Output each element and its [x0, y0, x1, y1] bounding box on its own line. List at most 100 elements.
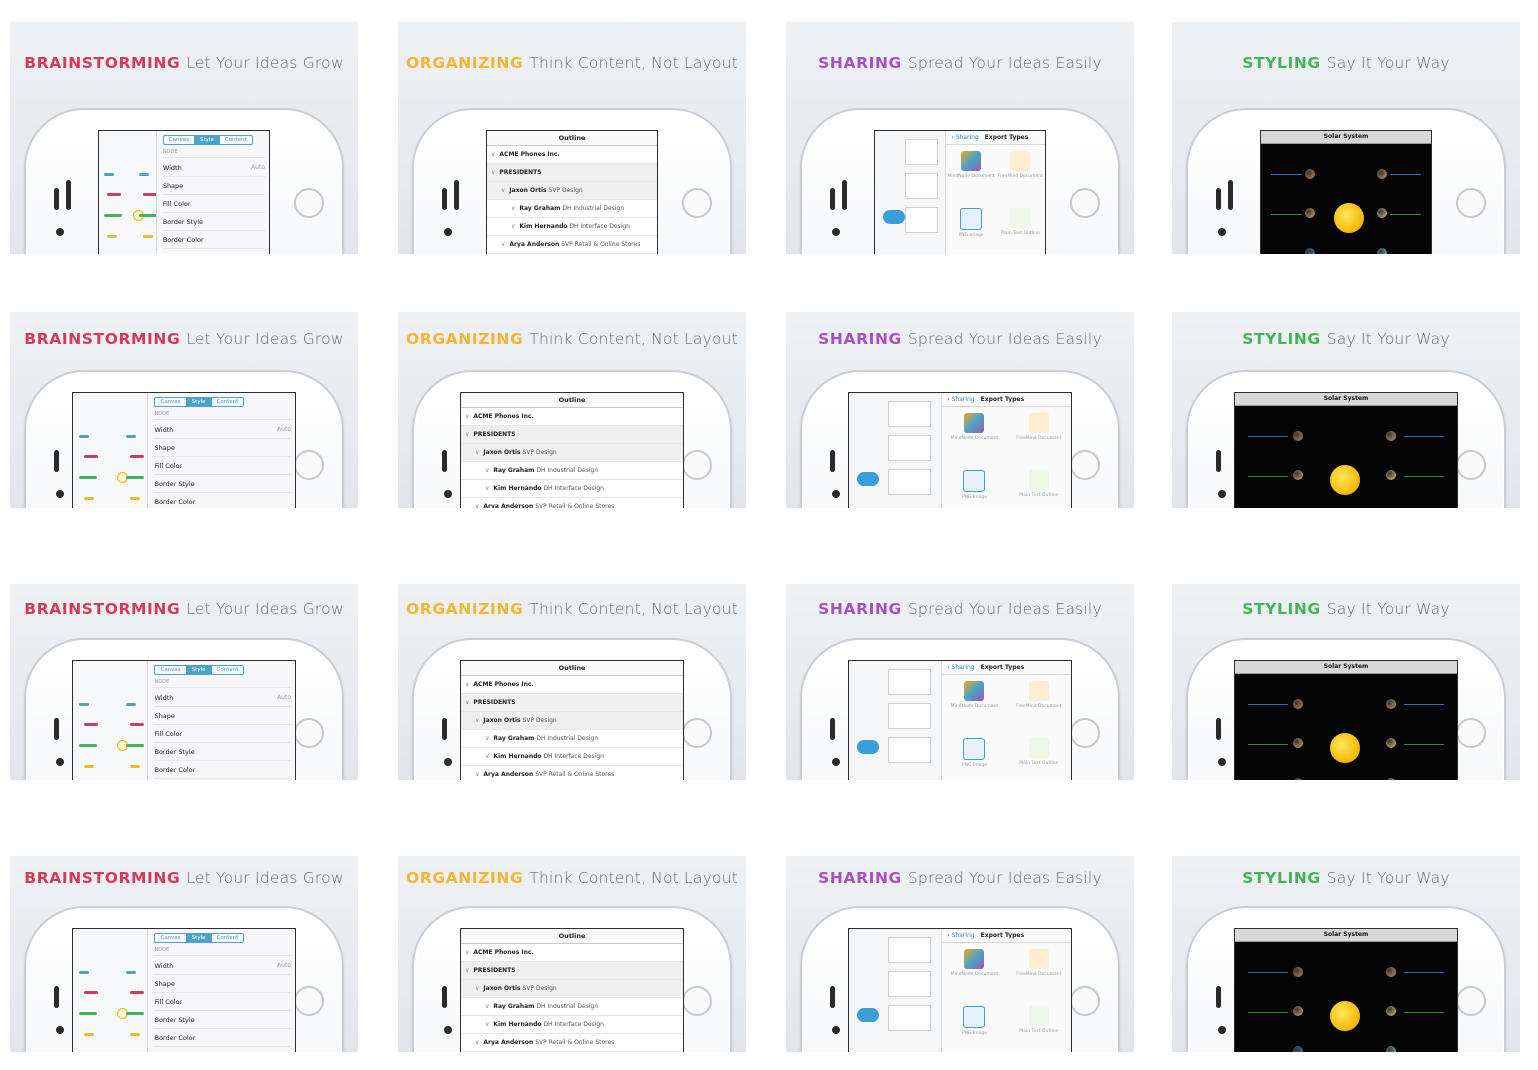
chevron-down-icon[interactable]: ∨: [465, 967, 470, 974]
chevron-down-icon[interactable]: ∨: [475, 985, 480, 992]
outline-row[interactable]: ∨Jaxon Ortis SVP Design: [461, 712, 683, 730]
chevron-down-icon[interactable]: ∨: [465, 699, 470, 706]
home-button[interactable]: [1456, 718, 1486, 748]
document-thumbnail[interactable]: [888, 669, 932, 695]
export-option[interactable]: Plain Text Outline: [1007, 1000, 1071, 1052]
chevron-down-icon[interactable]: ∨: [485, 467, 490, 474]
mind-map-node[interactable]: [142, 234, 153, 238]
back-button[interactable]: ‹: [947, 932, 952, 939]
export-option[interactable]: FreeMind Document: [996, 145, 1045, 202]
mind-map-node[interactable]: [125, 744, 144, 748]
mind-map-canvas[interactable]: [73, 929, 149, 1052]
chevron-down-icon[interactable]: ∨: [465, 431, 470, 438]
mind-map-node[interactable]: [83, 991, 98, 995]
back-button[interactable]: ‹: [951, 134, 956, 141]
mind-map-canvas[interactable]: [99, 131, 158, 254]
tab-style[interactable]: Style: [195, 136, 220, 144]
document-thumbnail[interactable]: [888, 937, 932, 963]
outline-row[interactable]: ∨Kim Hernando DH Interface Design: [461, 748, 683, 766]
mind-map-node[interactable]: [83, 723, 98, 727]
planet-node-jupiter[interactable]: [1376, 168, 1387, 179]
export-option[interactable]: FreeMind Document: [1007, 943, 1071, 1000]
mind-map-node[interactable]: [130, 764, 141, 768]
outline-row[interactable]: ∨ACME Phones Inc.: [461, 944, 683, 962]
chevron-down-icon[interactable]: ∨: [475, 717, 480, 724]
chevron-down-icon[interactable]: ∨: [465, 949, 470, 956]
home-button[interactable]: [682, 450, 712, 480]
home-button[interactable]: [1456, 188, 1486, 218]
outline-row[interactable]: ∨PRESIDENTS: [487, 164, 657, 182]
export-option[interactable]: PNG Image: [942, 732, 1006, 780]
chevron-down-icon[interactable]: ∨: [475, 1039, 480, 1046]
home-button[interactable]: [294, 986, 324, 1016]
inspector-row-fill-color[interactable]: Fill Color: [154, 725, 291, 743]
outline-row[interactable]: ∨PRESIDENTS: [461, 962, 683, 980]
chevron-down-icon[interactable]: ∨: [485, 1003, 490, 1010]
home-button[interactable]: [1070, 718, 1100, 748]
export-option[interactable]: MindNode Document: [942, 675, 1006, 732]
document-thumbnail[interactable]: [888, 435, 932, 461]
home-button[interactable]: [294, 718, 324, 748]
inspector-row-shape[interactable]: Shape: [162, 177, 265, 195]
chevron-down-icon[interactable]: ∨: [475, 449, 480, 456]
tab-canvas[interactable]: Canvas: [155, 666, 187, 674]
export-option[interactable]: MindNode Document: [946, 145, 995, 202]
app-screen[interactable]: Outline∨ACME Phones Inc. ∨PRESIDENTS ∨Ja…: [486, 130, 658, 254]
chevron-down-icon[interactable]: ∨: [491, 169, 496, 176]
planet-node-venus[interactable]: [1292, 1006, 1303, 1017]
planet-node-venus[interactable]: [1305, 208, 1316, 219]
inspector-row-shape[interactable]: Shape: [154, 975, 291, 993]
chevron-down-icon[interactable]: ∨: [475, 503, 480, 508]
tab-content[interactable]: Content: [224, 137, 247, 143]
home-button[interactable]: [294, 450, 324, 480]
inspector-row-shape[interactable]: Shape: [154, 707, 291, 725]
back-label[interactable]: Sharing: [951, 932, 975, 939]
export-option[interactable]: FreeMind Document: [1007, 407, 1071, 464]
outline-row[interactable]: ∨ACME Phones Inc.: [461, 676, 683, 694]
outline-row[interactable]: ∨Jaxon Ortis SVP Design: [461, 444, 683, 462]
tab-canvas[interactable]: Canvas: [155, 398, 187, 406]
document-thumbnail[interactable]: [888, 971, 932, 997]
tab-style[interactable]: Style: [186, 934, 212, 942]
inspector-row-border-color[interactable]: Border Color: [162, 231, 265, 249]
tab-content[interactable]: Content: [216, 399, 239, 405]
mind-map-node[interactable]: [142, 193, 157, 197]
outline-row[interactable]: ∨Ray Graham DH Industrial Design: [461, 730, 683, 748]
outline-row[interactable]: ∨Ray Graham DH Industrial Design: [487, 200, 657, 218]
app-screen[interactable]: Outline∨ACME Phones Inc. ∨PRESIDENTS ∨Ja…: [460, 660, 684, 780]
document-thumbnail[interactable]: [904, 173, 939, 199]
inspector-row-border-color[interactable]: Border Color: [154, 1029, 291, 1047]
inspector-row-border-style[interactable]: Border Style: [154, 475, 291, 493]
inspector-row-border-style[interactable]: Border Style: [154, 743, 291, 761]
mind-map-node[interactable]: [125, 970, 136, 974]
back-label[interactable]: Sharing: [955, 134, 979, 141]
mind-map-canvas[interactable]: [73, 661, 149, 780]
document-thumbnail[interactable]: [888, 469, 932, 495]
inspector-row-fill-color[interactable]: Fill Color: [154, 457, 291, 475]
mind-map-node[interactable]: [79, 744, 98, 748]
planet-node-uranus[interactable]: [1385, 1046, 1396, 1052]
outline-row[interactable]: ∨Arya Anderson SVP Retail & Online Store…: [461, 1034, 683, 1052]
inspector-row-border-style[interactable]: Border Style: [162, 213, 265, 231]
mind-map-node[interactable]: [125, 434, 136, 438]
outline-row[interactable]: ∨Kim Hernando DH Interface Design: [461, 480, 683, 498]
document-thumbnail[interactable]: [904, 207, 939, 233]
back-label[interactable]: Sharing: [951, 396, 975, 403]
app-screen[interactable]: Solar SystemSun: [1234, 660, 1458, 780]
outline-row[interactable]: ∨Arya Anderson SVP Retail & Online Store…: [461, 498, 683, 508]
mind-map-node[interactable]: [103, 172, 114, 176]
sun-node[interactable]: [1330, 732, 1361, 763]
chevron-down-icon[interactable]: ∨: [485, 753, 490, 760]
mind-map-node[interactable]: [130, 991, 145, 995]
planet-node-saturn[interactable]: [1385, 1006, 1396, 1017]
mind-map-node[interactable]: [125, 1012, 144, 1016]
mind-map-node[interactable]: [83, 764, 94, 768]
mind-map-node[interactable]: [83, 1032, 94, 1036]
